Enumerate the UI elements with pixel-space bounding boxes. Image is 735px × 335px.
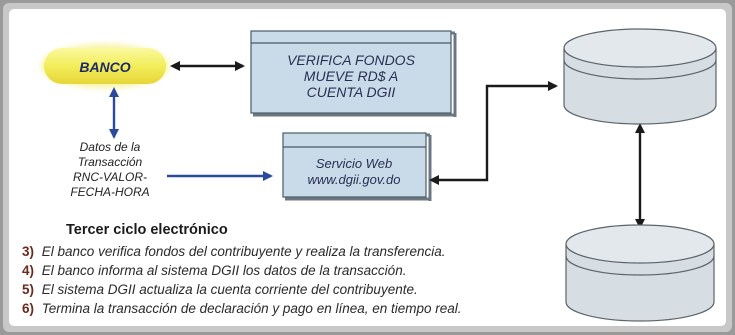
verifica-line-3: CUENTA DGII [307, 84, 396, 100]
step-item: 3) El banco verifica fondos del contribu… [22, 244, 446, 259]
step-item: 6) Termina la transacción de declaración… [22, 301, 462, 316]
servicio-line-1: Servicio Web [316, 156, 392, 171]
step-number: 3) [22, 244, 34, 259]
database-cylinder-bottom [565, 224, 715, 322]
step-item: 4) El banco informa al sistema DGII los … [22, 263, 406, 278]
servicio-line-2: www.dgii.gov.do [308, 172, 401, 187]
arrow-servicio-database [429, 81, 558, 185]
banco-label: BANCO [79, 59, 130, 75]
step-text: El banco informa al sistema DGII los dat… [42, 263, 407, 278]
step-item: 5) El sistema DGII actualiza la cuenta c… [22, 282, 418, 297]
datos-line-2: Transacción [78, 155, 143, 169]
step-number: 4) [22, 263, 34, 278]
step-text: El banco verifica fondos del contribuyen… [42, 244, 446, 259]
datos-line-1: Datos de la [80, 140, 141, 154]
step-number: 6) [22, 301, 34, 316]
step-list: 3) El banco verifica fondos del contribu… [22, 244, 462, 316]
banco-node: BANCO [41, 44, 169, 88]
datos-transaccion-label: Datos de la Transacción RNC-VALOR- FECHA… [70, 140, 149, 199]
section-title: Tercer ciclo electrónico [66, 222, 228, 238]
step-text: El sistema DGII actualiza la cuenta corr… [42, 282, 418, 297]
step-text: Termina la transacción de declaración y … [42, 301, 462, 316]
verifica-box: VERIFICA FONDOS MUEVE RD$ A CUENTA DGII [250, 30, 457, 117]
step-number: 5) [22, 282, 34, 297]
datos-line-4: FECHA-HORA [70, 185, 149, 199]
servicio-web-box: Servicio Web www.dgii.gov.do [282, 132, 432, 201]
verifica-line-2: MUEVE RD$ A [304, 68, 398, 84]
verifica-line-1: VERIFICA FONDOS [287, 52, 415, 68]
datos-line-3: RNC-VALOR- [73, 170, 147, 184]
database-cylinder-top [563, 28, 717, 125]
